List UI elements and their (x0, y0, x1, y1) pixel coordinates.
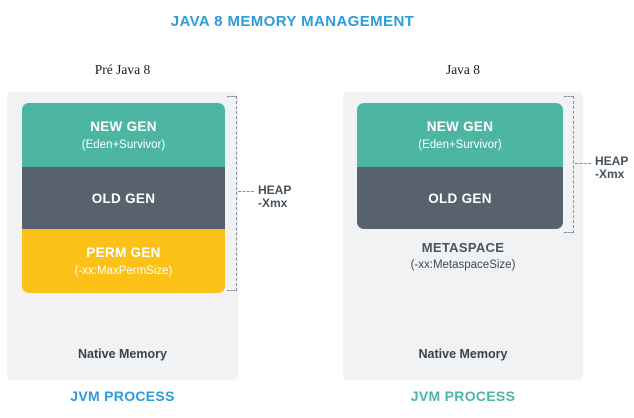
left-heap-bracket-connector (238, 191, 254, 192)
new-gen-subtitle: (Eden+Survivor) (418, 139, 502, 151)
new-gen-subtitle: (Eden+Survivor) (81, 139, 166, 151)
left-heap-bracket-tick-top (227, 96, 237, 97)
metaspace-subtitle: (-xx:MetaspaceSize) (410, 259, 516, 271)
right-heap-label-line1: HEAP (595, 154, 629, 168)
left-heap-label: HEAP-Xmx (258, 184, 291, 210)
new-gen-title: NEW GEN (426, 119, 494, 134)
right-heap-label: HEAP-Xmx (595, 155, 628, 181)
right-heap-bracket-tick-top (564, 96, 574, 97)
left-native-memory-label: Native Memory (78, 347, 167, 361)
perm-gen-title: PERM GEN (86, 245, 161, 260)
left-perm-gen-block: PERM GEN (-xx:MaxPermSize) (22, 229, 225, 293)
right-jvm-process-label: JVM PROCESS (410, 388, 516, 404)
left-heap-label-line2: -Xmx (258, 196, 288, 210)
left-jvm-process-label: JVM PROCESS (70, 388, 175, 404)
right-heap-stack: NEW GEN (Eden+Survivor) OLD GEN (357, 103, 563, 229)
perm-gen-subtitle: (-xx:MaxPermSize) (74, 265, 173, 277)
right-heap-bracket-tick-bottom (564, 232, 574, 233)
old-gen-title: OLD GEN (428, 190, 492, 206)
right-heap-label-line2: -Xmx (595, 167, 625, 181)
new-gen-title: NEW GEN (90, 119, 157, 134)
old-gen-title: OLD GEN (91, 190, 156, 206)
left-heap-bracket-tick-bottom (227, 290, 237, 291)
right-jvm-process-panel: NEW GEN (Eden+Survivor) OLD GEN METASPAC… (343, 92, 583, 380)
right-native-memory-label: Native Memory (418, 347, 508, 361)
left-heap-bracket-line (236, 96, 237, 291)
right-heap-bracket-line (573, 96, 574, 233)
right-column-label: Java 8 (445, 62, 481, 77)
left-new-gen-block: NEW GEN (Eden+Survivor) (22, 103, 225, 167)
left-jvm-process-panel: NEW GEN (Eden+Survivor) OLD GEN PERM GEN… (7, 92, 238, 380)
left-column-label: Pré Java 8 (94, 62, 151, 77)
left-heap-stack: NEW GEN (Eden+Survivor) OLD GEN PERM GEN… (22, 103, 225, 293)
left-heap-label-line1: HEAP (258, 183, 292, 197)
left-old-gen-block: OLD GEN (22, 167, 225, 229)
right-old-gen-block: OLD GEN (357, 167, 563, 229)
metaspace-label: METASPACE (421, 240, 505, 255)
page-title: JAVA 8 MEMORY MANAGEMENT (170, 13, 415, 30)
right-heap-bracket-connector (575, 163, 591, 164)
right-new-gen-block: NEW GEN (Eden+Survivor) (357, 103, 563, 167)
